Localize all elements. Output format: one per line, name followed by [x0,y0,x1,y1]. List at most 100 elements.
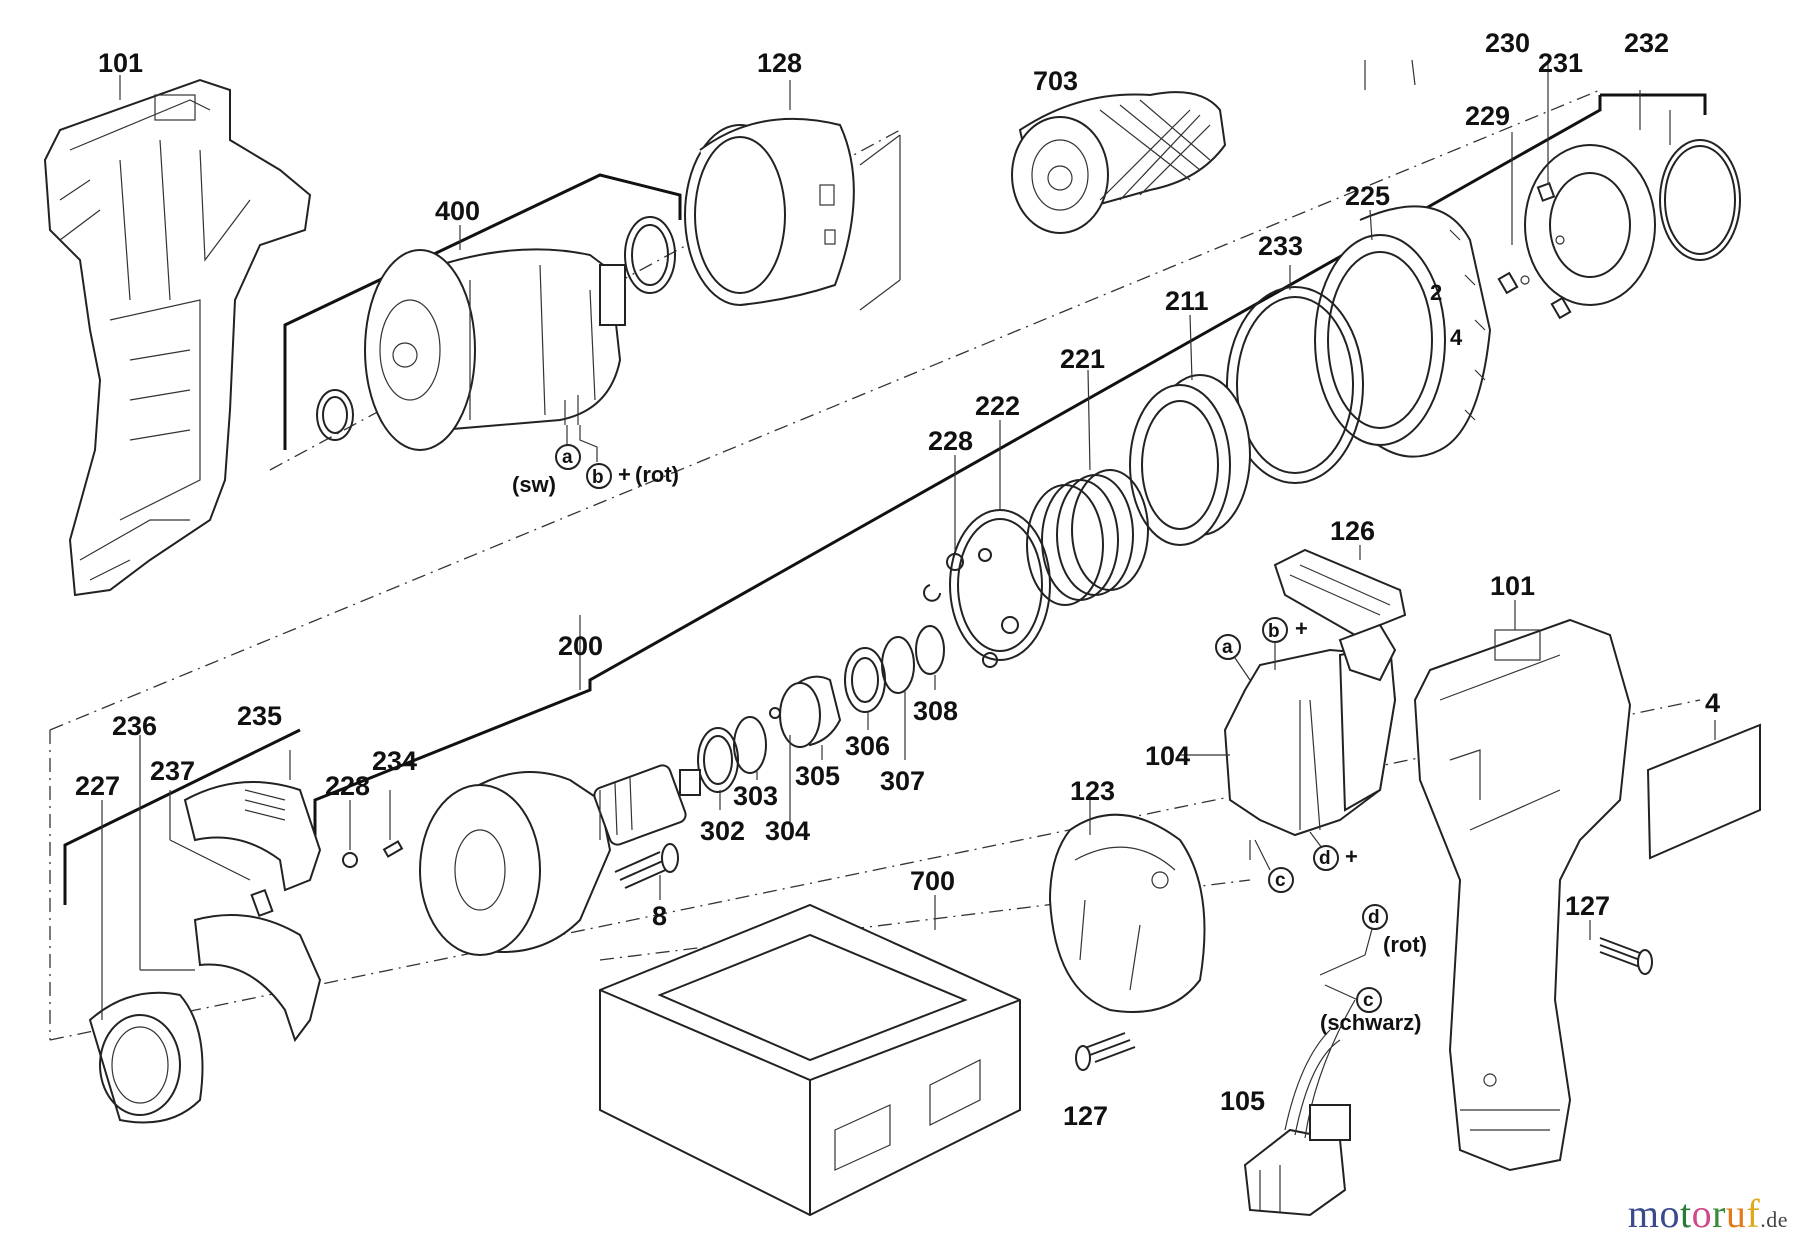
watermark-letter: t [1679,1191,1692,1236]
ring-227 [88,991,204,1124]
screw-127-lower [1075,1032,1136,1071]
terminal-wire-c: c [1363,990,1374,1011]
label-8: 8 [652,901,667,931]
motor-cover-123 [1048,813,1206,1013]
watermark-letter: o [1659,1191,1680,1236]
leader-lines [101,59,1716,1020]
watermark-suffix: .de [1760,1207,1788,1232]
switch-wire-a: a [1222,637,1233,658]
label-123: 123 [1070,776,1115,806]
terminal-wire-schwarz: (schwarz) [1320,1010,1421,1035]
label-211: 211 [1165,286,1209,316]
label-200: 200 [558,631,603,661]
motor-wire-b-plus: + [618,462,631,487]
nameplate-4 [1646,723,1761,860]
terminal-wire-d: d [1368,907,1380,928]
label-222: 222 [975,391,1020,421]
screw-8 [614,843,679,889]
chuck-703 [1011,91,1227,234]
label-128: 128 [757,48,802,78]
part-labels: 101 128 400 703 230 231 232 229 225 233 … [75,28,1720,1131]
switch-wire-b: b [1268,621,1280,642]
small-parts-229-232 [1497,139,1741,320]
label-225: 225 [1345,181,1390,211]
bracket-400 [283,173,682,450]
screw-127-right [1599,937,1653,975]
switch-wire-b-plus: + [1295,616,1308,641]
bracket-231-232 [1600,93,1707,115]
label-303: 303 [733,781,778,811]
label-237: 237 [150,756,195,786]
housing-left-101 [43,78,312,597]
ring-gear-211 [1129,374,1251,546]
label-127-right: 127 [1565,891,1610,921]
terminal-wire-rot: (rot) [1383,932,1427,957]
watermark-letter: u [1725,1191,1747,1236]
label-302: 302 [700,816,745,846]
motor-wire-rot: (rot) [635,462,679,487]
housing-right-101 [1413,618,1632,1172]
motor-400 [316,216,676,451]
motor-wire-sw: (sw) [512,472,556,497]
label-4: 4 [1705,688,1720,718]
switch-wire-d: d [1319,848,1331,869]
label-228-lower: 228 [325,771,370,801]
label-126: 126 [1330,516,1375,546]
spring-221 [1026,469,1149,606]
chuck-mark-2: 4 [1450,325,1463,350]
label-400: 400 [435,196,480,226]
motor-wire-b: b [592,467,604,488]
label-308: 308 [913,696,958,726]
bracket-200 [313,95,1602,840]
watermark-logo: motoruf [1628,1191,1760,1236]
circle-motor-b [586,463,612,489]
wire-labels: a b + (rot) (sw) a b + c d + d (rot) c (… [512,425,1427,1035]
chuck-mark-1: 2 [1430,280,1442,305]
label-101-right: 101 [1490,571,1535,601]
switch-slider-126 [1273,548,1407,637]
label-700: 700 [910,866,955,896]
label-233: 233 [1258,231,1303,261]
label-127-lower: 127 [1063,1101,1108,1131]
circle-motor-a [555,444,581,470]
watermark: motoruf.de [1628,1190,1788,1237]
label-307: 307 [880,766,925,796]
switch-wire-c: c [1275,870,1286,891]
label-231: 231 [1538,48,1583,78]
bracket-236 [63,728,301,905]
label-306: 306 [845,731,890,761]
watermark-letter: m [1627,1191,1660,1236]
label-101-left: 101 [98,48,143,78]
small-parts-302-308 [697,625,945,793]
carrying-case-700 [599,903,1021,1217]
label-229: 229 [1465,101,1510,131]
battery-terminal-105 [1243,999,1356,1217]
watermark-letter: r [1712,1191,1726,1236]
circle-term-c [1356,987,1382,1013]
label-232: 232 [1624,28,1669,58]
label-105: 105 [1220,1086,1265,1116]
switch-wire-d-plus: + [1345,844,1358,869]
sleeve-128 [684,117,901,311]
label-236: 236 [112,711,157,741]
washer-233 [1226,286,1364,484]
label-227: 227 [75,771,120,801]
gear-housing-200 [419,764,701,956]
switch-cover-235 [183,781,322,918]
label-230: 230 [1485,28,1530,58]
part-236 [193,914,322,1043]
disc-222 [923,509,1051,668]
circle-switch-a [1215,634,1241,660]
switch-104 [1223,623,1397,860]
label-221: 221 [1060,344,1105,374]
circle-term-d [1362,904,1388,930]
circle-switch-d [1313,845,1339,871]
watermark-letter: f [1746,1191,1761,1236]
watermark-letter: o [1691,1191,1713,1236]
torque-ring-225 [1314,205,1492,458]
label-104: 104 [1145,741,1190,771]
label-235: 235 [237,701,282,731]
ball-spring-228-234 [342,840,404,868]
label-703: 703 [1033,66,1078,96]
